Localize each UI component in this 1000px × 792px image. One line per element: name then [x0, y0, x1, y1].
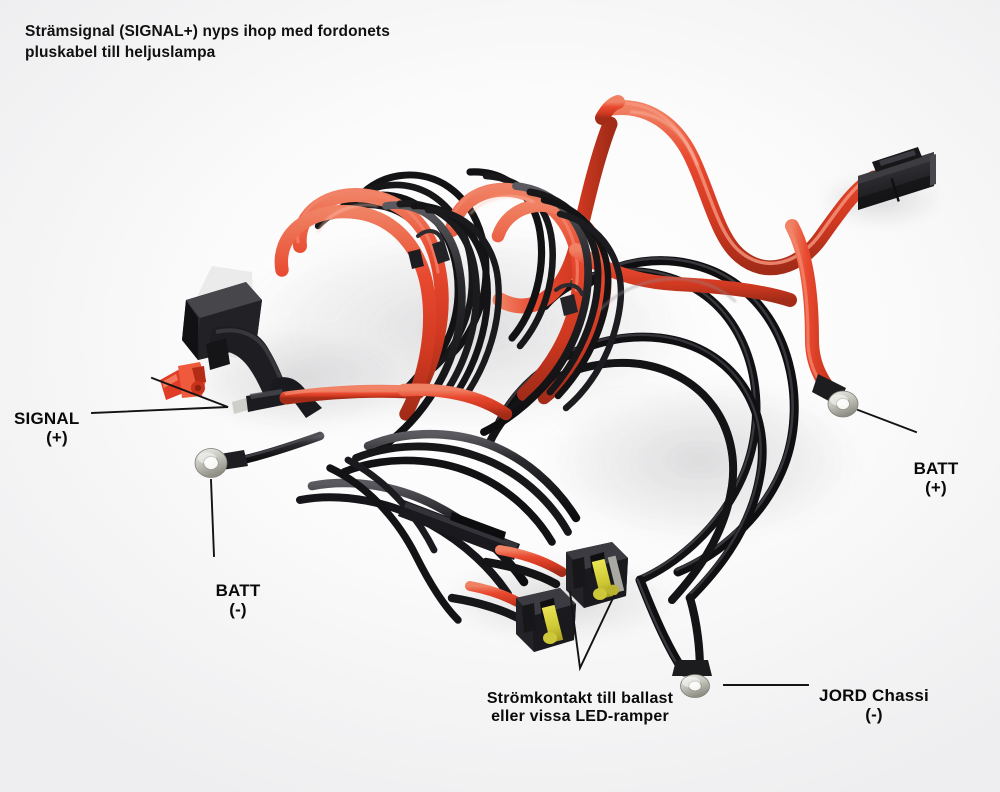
label-batt-minus-line2: (-) — [229, 600, 247, 620]
red-wire-coil — [274, 182, 797, 421]
black-wire-coil-front — [374, 182, 625, 454]
scotch-lock — [160, 362, 206, 400]
relay-box — [182, 266, 322, 418]
ring-terminal-ground — [672, 660, 712, 698]
page-title: Strämsignal (SIGNAL+) nyps ihop med ford… — [25, 23, 390, 61]
label-stromkontakt-line2: eller vissa LED-ramper — [491, 707, 669, 725]
label-batt-minus-line1: BATT — [215, 581, 261, 601]
label-signal-plus-line2: (+) — [46, 428, 68, 448]
label-jord-chassi-line2: (-) — [865, 705, 883, 725]
label-batt-plus-line2: (+) — [925, 478, 947, 498]
fuse-holder — [858, 147, 936, 210]
ring-terminal-batt-plus — [812, 374, 859, 418]
label-jord-chassi-line1: JORD Chassi — [819, 686, 929, 706]
label-batt-plus-line1: BATT — [913, 459, 959, 479]
label-stromkontakt-line1: Strömkontakt till ballast — [486, 689, 674, 707]
red-wire-signal — [279, 384, 417, 405]
label-signal-plus-line1: SIGNAL — [14, 409, 80, 429]
spade-terminal — [232, 389, 288, 414]
label-jord-chassi: JORD Chassi (-) — [812, 667, 936, 743]
wire-speculars — [316, 110, 737, 311]
label-batt-minus: BATT (-) — [190, 562, 286, 638]
label-stromkontakt: Strömkontakt till ballast eller vissa LE… — [468, 672, 692, 744]
cable-tie — [408, 240, 578, 316]
power-connector-a — [516, 588, 576, 652]
ring-terminal-batt-minus — [194, 448, 248, 478]
label-batt-plus: BATT (+) — [900, 440, 972, 516]
label-signal-plus: SIGNAL (+) — [14, 390, 100, 466]
